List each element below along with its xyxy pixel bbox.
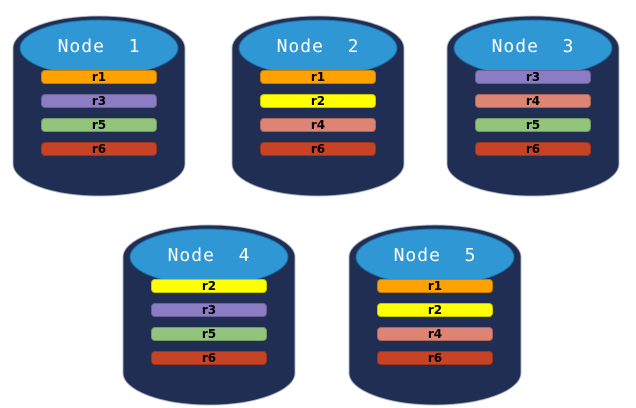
database-node-2: Node 2 r1 r2 r4 r6 bbox=[230, 8, 406, 198]
node-label: Node 4 bbox=[167, 245, 251, 266]
database-node-5: Node 5 r1 r2 r4 r6 bbox=[347, 217, 523, 407]
replica-list: r2 r3 r5 r6 bbox=[151, 279, 267, 365]
replica-bar-r6: r6 bbox=[377, 351, 493, 365]
replica-label: r2 bbox=[427, 303, 443, 317]
replica-label: r4 bbox=[525, 94, 541, 108]
database-node-3: Node 3 r3 r4 r5 r6 bbox=[445, 8, 621, 198]
replica-bar-r4: r4 bbox=[377, 327, 493, 341]
replica-bar-r1: r1 bbox=[41, 70, 157, 84]
replica-bar-r3: r3 bbox=[475, 70, 591, 84]
replica-label: r2 bbox=[201, 279, 217, 293]
replica-label: r6 bbox=[201, 351, 217, 365]
replica-label: r4 bbox=[310, 118, 326, 132]
replica-bar-r1: r1 bbox=[377, 279, 493, 293]
replica-label: r5 bbox=[201, 327, 217, 341]
database-node-1: Node 1 r1 r3 r5 r6 bbox=[11, 8, 187, 198]
replica-list: r3 r4 r5 r6 bbox=[475, 70, 591, 156]
replica-bar-r5: r5 bbox=[475, 118, 591, 132]
replica-label: r3 bbox=[525, 70, 541, 84]
replica-label: r4 bbox=[427, 327, 443, 341]
replica-bar-r6: r6 bbox=[260, 142, 376, 156]
node-label: Node 2 bbox=[276, 36, 360, 57]
replica-bar-r4: r4 bbox=[475, 94, 591, 108]
replica-label: r1 bbox=[91, 70, 107, 84]
replica-bar-r4: r4 bbox=[260, 118, 376, 132]
replica-list: r1 r2 r4 r6 bbox=[260, 70, 376, 156]
replica-bar-r5: r5 bbox=[151, 327, 267, 341]
replica-label: r1 bbox=[310, 70, 326, 84]
replica-label: r1 bbox=[427, 279, 443, 293]
replica-list: r1 r3 r5 r6 bbox=[41, 70, 157, 156]
replica-bar-r2: r2 bbox=[151, 279, 267, 293]
replica-bar-r6: r6 bbox=[475, 142, 591, 156]
replica-bar-r6: r6 bbox=[151, 351, 267, 365]
replica-label: r2 bbox=[310, 94, 326, 108]
replica-bar-r3: r3 bbox=[41, 94, 157, 108]
node-label: Node 1 bbox=[57, 36, 141, 57]
replica-label: r6 bbox=[91, 142, 107, 156]
replica-label: r5 bbox=[525, 118, 541, 132]
replica-list: r1 r2 r4 r6 bbox=[377, 279, 493, 365]
replica-bar-r5: r5 bbox=[41, 118, 157, 132]
node-label: Node 5 bbox=[393, 245, 477, 266]
replica-bar-r1: r1 bbox=[260, 70, 376, 84]
replica-label: r3 bbox=[201, 303, 217, 317]
replica-label: r6 bbox=[427, 351, 443, 365]
database-node-4: Node 4 r2 r3 r5 r6 bbox=[121, 217, 297, 407]
replica-bar-r3: r3 bbox=[151, 303, 267, 317]
replica-bar-r2: r2 bbox=[377, 303, 493, 317]
replica-label: r6 bbox=[525, 142, 541, 156]
replica-bar-r6: r6 bbox=[41, 142, 157, 156]
replica-label: r6 bbox=[310, 142, 326, 156]
replica-label: r5 bbox=[91, 118, 107, 132]
node-label: Node 3 bbox=[491, 36, 575, 57]
replica-bar-r2: r2 bbox=[260, 94, 376, 108]
replica-label: r3 bbox=[91, 94, 107, 108]
